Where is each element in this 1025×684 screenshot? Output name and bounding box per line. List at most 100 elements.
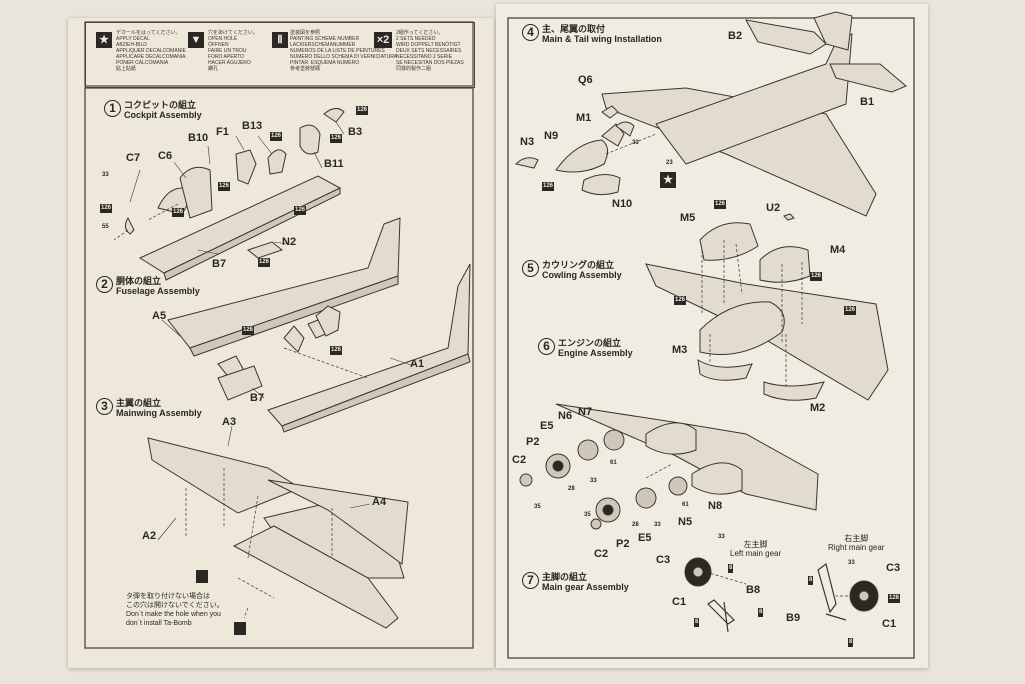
- part-label: C6: [158, 150, 173, 162]
- decal-star-icon: ★: [660, 172, 676, 188]
- paint-code: 126: [218, 182, 231, 191]
- step-number: 5: [522, 260, 539, 277]
- step-title-ja: 主脚の組立: [542, 572, 588, 582]
- paint-code: 8: [758, 608, 764, 617]
- step-number: 3: [96, 398, 113, 415]
- paint-code: 126: [330, 134, 343, 143]
- paint-code-plain: 35: [584, 512, 591, 518]
- paint-scheme-icon: Ⅱ: [272, 32, 288, 48]
- part-label: C3: [886, 562, 901, 574]
- step-title-ja: 胴体の組立: [116, 276, 162, 286]
- right-page-drawings: [507, 11, 915, 659]
- paint-code-plain: 33: [632, 140, 639, 146]
- step-title-en: Fuselage Assembly: [116, 286, 200, 296]
- step-title-en: Engine Assembly: [558, 348, 633, 358]
- part-label: C2: [512, 454, 527, 466]
- paint-code: 8: [728, 564, 734, 573]
- step-7-title: 7 主脚の組立 Main gear Assembly: [522, 572, 629, 592]
- part-label: Q6: [578, 74, 593, 86]
- part-label: B2: [728, 30, 743, 42]
- part-label: B13: [242, 120, 263, 132]
- open-hole-icon: [234, 622, 246, 635]
- paint-code-plain: 33: [848, 560, 855, 566]
- part-label: B10: [188, 132, 209, 144]
- right-gear-caption: 右主脚 Right main gear: [828, 534, 885, 552]
- paint-code: 128: [888, 594, 901, 603]
- part-label: P2: [616, 538, 630, 550]
- paint-code: 126: [330, 346, 343, 355]
- part-label: C1: [882, 618, 897, 630]
- step-title-en: Cowling Assembly: [542, 270, 622, 280]
- paint-code: 126: [844, 306, 857, 315]
- part-label: C2: [594, 548, 609, 560]
- instruction-page-left: ★ デカールをはってください。 APPLY DECAL ABZIEH-BILD …: [68, 18, 494, 668]
- part-label: A2: [142, 530, 157, 542]
- step-number: 1: [104, 100, 121, 117]
- step-title-en: Main gear Assembly: [542, 582, 629, 592]
- main-gear-drawing: [684, 557, 879, 612]
- paint-code: 126: [542, 182, 555, 191]
- part-label: N10: [612, 198, 633, 210]
- part-label: F1: [216, 126, 229, 138]
- paint-code: 8: [808, 576, 814, 585]
- paint-code-plain: 33: [102, 172, 109, 178]
- legend-box: [85, 22, 475, 88]
- step-title-en: Main & Tail wing Installation: [542, 34, 662, 44]
- part-label: B8: [746, 584, 761, 596]
- legend-text-paint: 塗装図を参照 PAINTING SCHEME NUMBER LACKIERSCH…: [290, 30, 398, 72]
- step-title-en: Mainwing Assembly: [116, 408, 202, 418]
- part-label: A4: [372, 496, 387, 508]
- part-label: E5: [638, 532, 652, 544]
- step-2-title: 2 胴体の組立 Fuselage Assembly: [96, 276, 200, 296]
- part-label: E5: [540, 420, 554, 432]
- part-label: C7: [126, 152, 141, 164]
- step-number: 7: [522, 572, 539, 589]
- step-number: 6: [538, 338, 555, 355]
- part-label: M3: [672, 344, 688, 356]
- legend-text-two-sets: 2組作ってください。 2 SETS NEEDED WIRD DOPPELT BE…: [396, 30, 464, 72]
- part-label: C3: [656, 554, 671, 566]
- decal-star-icon: ★: [96, 32, 112, 48]
- step-title-ja: エンジンの組立: [558, 338, 622, 348]
- step-4-title: 4 主、尾翼の取付 Main & Tail wing Installation: [522, 24, 662, 44]
- paint-code-plain: 33: [718, 534, 725, 540]
- part-label: A3: [222, 416, 237, 428]
- step-5-title: 5 カウリングの組立 Cowling Assembly: [522, 260, 622, 280]
- paint-code-plain: 61: [610, 460, 617, 466]
- instruction-page-right: 4 主、尾翼の取付 Main & Tail wing Installation …: [496, 4, 928, 668]
- open-hole-icon: [196, 570, 208, 583]
- part-label: N2: [282, 236, 297, 248]
- step-number: 4: [522, 24, 539, 41]
- part-label: A5: [152, 310, 167, 322]
- step-1-title: 1 コクピットの組立 Cockpit Assembly: [104, 100, 202, 120]
- decal-number: 23: [666, 160, 673, 166]
- step-number: 2: [96, 276, 113, 293]
- paint-code: 126: [258, 258, 271, 267]
- step-title-ja: 主翼の組立: [116, 398, 162, 408]
- part-label: B1: [860, 96, 875, 108]
- paint-code: 126: [242, 326, 255, 335]
- part-label: B11: [324, 158, 344, 170]
- ta-bomb-note: タ弾を取り付けない場合は この穴は開けないでください。 Don`t make t…: [126, 593, 224, 627]
- open-hole-icon: ▼: [188, 32, 204, 48]
- part-label: N8: [708, 500, 723, 512]
- step-title-ja: カウリングの組立: [542, 260, 615, 270]
- part-label: N7: [578, 406, 593, 418]
- legend-text-decal: デカールをはってください。 APPLY DECAL ABZIEH-BILD AP…: [116, 30, 187, 72]
- part-label: N9: [544, 130, 559, 142]
- part-label: N6: [558, 410, 573, 422]
- part-label: B7: [212, 258, 227, 270]
- part-label: M5: [680, 212, 696, 224]
- part-label: P2: [526, 436, 540, 448]
- paint-code: 126: [100, 204, 113, 213]
- paint-code-plain: 33: [654, 522, 661, 528]
- aircraft-wing-drawing: [601, 11, 907, 217]
- paint-code-plain: 28: [568, 486, 575, 492]
- part-label: M2: [810, 402, 826, 414]
- paint-code: 126: [356, 106, 369, 115]
- paint-code-plain: 33: [590, 478, 597, 484]
- part-label: M4: [830, 244, 846, 256]
- paint-code: 126: [810, 272, 823, 281]
- paint-code: 126: [714, 200, 727, 209]
- step-title-ja: 主、尾翼の取付: [542, 24, 606, 34]
